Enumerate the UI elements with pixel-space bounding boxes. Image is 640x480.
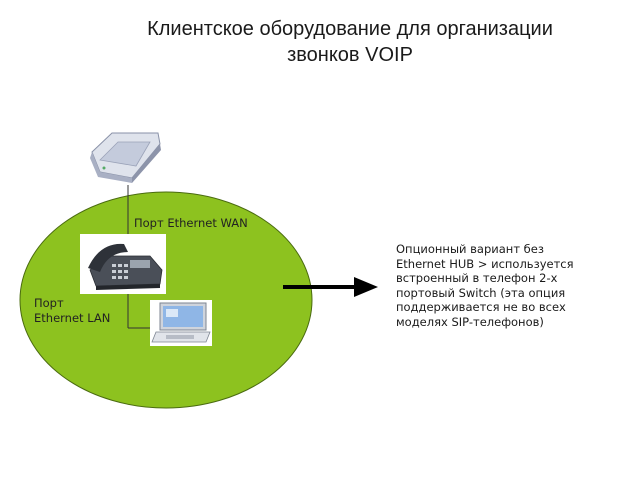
arrow-right-icon [283, 277, 378, 297]
note-line: поддерживается не во всех [396, 300, 566, 314]
lan-port-label-line-2: Ethernet LAN [34, 311, 111, 325]
wan-port-label: Порт Ethernet WAN [134, 216, 248, 230]
title-line-2: звонков VOIP [287, 44, 413, 66]
title-line-1: Клиентское оборудование для организации [147, 18, 553, 40]
lan-port-label: Порт Ethernet LAN [34, 296, 110, 326]
note-line: моделях SIP-телефонов) [396, 314, 544, 329]
diagram-title: Клиентское оборудование для организации … [110, 16, 590, 68]
ip-phone-icon [80, 234, 166, 294]
lan-port-label-line-1: Порт [34, 296, 64, 310]
laptop-icon [150, 300, 212, 346]
note-line: Ethernet HUB > используется [396, 256, 574, 271]
option-note: Опционный вариант без Ethernet HUB > исп… [396, 242, 596, 329]
modem-icon [82, 127, 164, 185]
note-line: встроенный в телефон 2-х [396, 271, 558, 285]
note-line: Опционный вариант без [396, 242, 544, 256]
note-line: портовый Switch (эта опция [396, 285, 566, 300]
